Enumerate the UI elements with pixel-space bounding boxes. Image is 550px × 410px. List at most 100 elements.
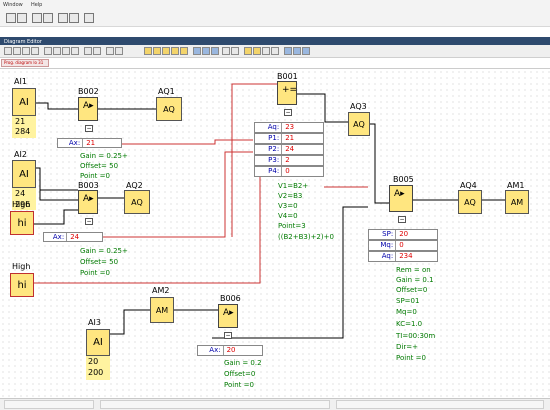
b002-amplifier-block[interactable]: A▸ xyxy=(78,97,98,121)
menu-window[interactable]: Window xyxy=(3,2,23,8)
delete-icon[interactable] xyxy=(71,47,79,55)
b001-aq-value: 23 xyxy=(285,123,295,131)
wire-b003-ax-b001 xyxy=(103,151,253,238)
b003-ax-key: Ax: xyxy=(44,233,68,241)
b005-aq-field[interactable]: Aq: 234 xyxy=(368,251,438,262)
high1-block[interactable]: hi xyxy=(10,211,34,235)
find-icon[interactable] xyxy=(271,47,279,55)
wire-ai3-am2 xyxy=(110,309,150,335)
b005-rem: Rem = on xyxy=(396,266,431,274)
b002-ax-key: Ax: xyxy=(58,139,84,147)
document-tab[interactable]: Prog. diagram lo 31 xyxy=(1,59,49,67)
editor-title: Diagram Editor xyxy=(4,39,42,45)
ai3-value2: 200 xyxy=(88,368,104,377)
b005-sp-field[interactable]: SP: 20 xyxy=(368,229,438,240)
align-left-icon[interactable] xyxy=(193,47,201,55)
align-center-icon[interactable] xyxy=(202,47,210,55)
window-icon[interactable] xyxy=(32,13,42,23)
b005-aq-value: 234 xyxy=(399,252,413,260)
b006-gain: Gain = 0.2 xyxy=(224,359,262,367)
b006-point: Point =0 xyxy=(224,381,254,389)
tile-icon[interactable] xyxy=(43,13,53,23)
transfer-icon[interactable] xyxy=(262,47,270,55)
pi-controller-icon: A▸ xyxy=(394,189,405,199)
ai1-block[interactable]: AI xyxy=(12,88,36,116)
b001-aq-field[interactable]: Aq: 23 xyxy=(254,122,324,133)
pointer-tool-icon[interactable] xyxy=(4,47,12,55)
text-tool-icon[interactable] xyxy=(22,47,30,55)
block-ud-icon[interactable] xyxy=(180,47,188,55)
aq3-block[interactable]: AQ xyxy=(348,112,370,136)
horizontal-scrollbar[interactable] xyxy=(100,400,330,409)
b001-p4-field[interactable]: P4: 0 xyxy=(254,166,324,177)
zoom-out-icon[interactable] xyxy=(231,47,239,55)
properties-icon[interactable] xyxy=(284,47,292,55)
copy-icon[interactable] xyxy=(53,47,61,55)
wire-b001-aq3 xyxy=(297,93,348,123)
ai2-value1: 24 xyxy=(15,189,26,198)
b001-math-block[interactable]: += xyxy=(277,81,297,105)
b006-collapse-icon[interactable]: − xyxy=(224,332,232,339)
b005-mq-field[interactable]: Mq: 0 xyxy=(368,240,438,251)
menu-bar: Window Help xyxy=(0,0,550,9)
spacer xyxy=(0,27,550,37)
b005-mq: Mq=0 xyxy=(396,308,417,316)
b001-p3-field[interactable]: P3: 2 xyxy=(254,155,324,166)
b003-collapse-icon[interactable]: − xyxy=(85,218,93,225)
editor-title-bar: Diagram Editor xyxy=(0,37,550,45)
wire-ai1-b002 xyxy=(36,102,78,110)
am1-block[interactable]: AM xyxy=(505,190,529,214)
grid-icon[interactable] xyxy=(69,13,79,23)
menu-help[interactable]: Help xyxy=(30,2,43,8)
zoom-in-icon[interactable] xyxy=(222,47,230,55)
am2-label: AM2 xyxy=(152,286,170,295)
b003-ax-field[interactable]: Ax: 24 xyxy=(43,232,103,242)
b006-amplifier-block[interactable]: A▸ xyxy=(218,304,238,328)
aq4-block[interactable]: AQ xyxy=(458,190,482,214)
block-sf-icon[interactable] xyxy=(162,47,170,55)
b002-offset: Offset= 50 xyxy=(80,162,119,170)
paste-icon[interactable] xyxy=(62,47,70,55)
b001-collapse-icon[interactable]: − xyxy=(284,109,292,116)
wire-high2-b001 xyxy=(33,172,261,284)
redo-icon[interactable] xyxy=(17,13,27,23)
ai2-value-bg xyxy=(12,188,36,210)
b002-collapse-icon[interactable]: − xyxy=(85,125,93,132)
align-right-icon[interactable] xyxy=(211,47,219,55)
high2-label: High xyxy=(12,262,31,271)
b001-p2-field[interactable]: P2: 24 xyxy=(254,144,324,155)
b002-ax-field[interactable]: Ax: 21 xyxy=(57,138,122,148)
block-bn-icon[interactable] xyxy=(171,47,179,55)
b001-label: B001 xyxy=(277,72,298,81)
b001-p1-field[interactable]: P1: 21 xyxy=(254,133,324,144)
block-gf-icon[interactable] xyxy=(153,47,161,55)
b005-collapse-icon[interactable]: − xyxy=(398,216,406,223)
aq2-block[interactable]: AQ xyxy=(124,190,150,214)
b005-pi-controller-block[interactable]: A▸ xyxy=(389,185,413,212)
ai3-block[interactable]: AI xyxy=(86,329,110,356)
am2-block[interactable]: AM xyxy=(150,297,174,323)
undo-edit-icon[interactable] xyxy=(106,47,114,55)
link-icon[interactable] xyxy=(84,47,92,55)
comment-icon[interactable] xyxy=(293,47,301,55)
undo-icon[interactable] xyxy=(6,13,16,23)
online-test-icon[interactable] xyxy=(253,47,261,55)
unlink-icon[interactable] xyxy=(93,47,101,55)
cascade-icon[interactable] xyxy=(58,13,68,23)
redo-edit-icon[interactable] xyxy=(115,47,123,55)
b003-amplifier-block[interactable]: A▸ xyxy=(78,190,98,214)
cut-icon[interactable] xyxy=(44,47,52,55)
connect-tool-icon[interactable] xyxy=(13,47,21,55)
b005-sp: SP=01 xyxy=(396,297,420,305)
ai2-block[interactable]: AI xyxy=(12,160,36,188)
b006-offset: Offset=0 xyxy=(224,370,256,378)
b006-ax-field[interactable]: Ax: 20 xyxy=(197,345,263,356)
b001-v4: V4=0 xyxy=(278,212,298,220)
insert-a-icon[interactable] xyxy=(31,47,39,55)
high2-block[interactable]: hi xyxy=(10,273,34,297)
block-co-icon[interactable] xyxy=(144,47,152,55)
help-icon[interactable] xyxy=(302,47,310,55)
simulation-icon[interactable] xyxy=(244,47,252,55)
arrange-icon[interactable] xyxy=(84,13,94,23)
aq1-block[interactable]: AQ xyxy=(156,97,182,121)
